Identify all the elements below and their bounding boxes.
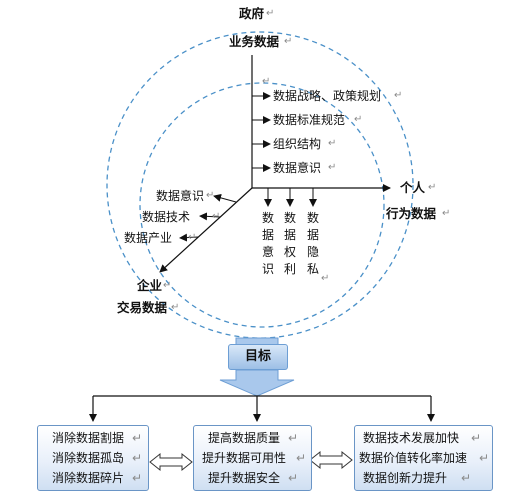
column-char: 数 xyxy=(306,211,319,225)
column-char: 据 xyxy=(283,228,296,242)
individual-column-3: 数 据 隐 私 xyxy=(306,210,320,278)
goal-box: 目标 xyxy=(228,344,288,370)
column-char: 据 xyxy=(306,228,319,242)
column-char: 数 xyxy=(261,211,274,225)
paragraph-mark: ↵ xyxy=(288,471,299,485)
box-line: 消除数据碎片 xyxy=(52,471,125,485)
column-char: 据 xyxy=(261,228,274,242)
individual-data-label: 行为数据 xyxy=(386,206,437,221)
enterprise-item-2: 数据技术 xyxy=(142,210,191,224)
paragraph-mark: ↵ xyxy=(266,8,275,19)
paragraph-mark: ↵ xyxy=(479,451,490,465)
paragraph-mark: ↵ xyxy=(132,451,143,465)
enterprise-item-1: 数据意识 xyxy=(156,189,205,203)
column-char: 意 xyxy=(261,245,274,259)
enterprise-label: 企业 xyxy=(137,278,163,293)
result-box-left: 消除数据割据 ↵ 消除数据孤岛 ↵ 消除数据碎片 ↵ xyxy=(37,425,149,491)
paragraph-mark: ↵ xyxy=(206,190,215,201)
enterprise-item-3: 数据产业 xyxy=(124,231,173,245)
paragraph-mark: ↵ xyxy=(188,232,197,243)
double-arrow-right xyxy=(309,450,353,470)
column-char: 隐 xyxy=(306,245,319,259)
individual-label: 个人 xyxy=(400,180,426,195)
government-label: 政府 xyxy=(239,6,265,21)
box-line: 提高数据质量 xyxy=(208,431,281,445)
result-box-center: 提高数据质量 ↵ 提升数据可用性 ↵ 提升数据安全 ↵ xyxy=(193,425,312,491)
paragraph-mark: ↵ xyxy=(461,471,472,485)
box-line: 数据技术发展加快 xyxy=(363,431,460,445)
paragraph-mark: ↵ xyxy=(428,182,437,193)
paragraph-mark: ↵ xyxy=(288,431,299,445)
enterprise-data-label: 交易数据 xyxy=(117,300,168,315)
column-char: 利 xyxy=(283,262,296,276)
paragraph-mark: ↵ xyxy=(284,36,293,47)
diagonal-axis xyxy=(159,187,253,273)
paragraph-mark: ↵ xyxy=(321,273,330,284)
column-char: 私 xyxy=(306,262,319,276)
paragraph-mark: ↵ xyxy=(442,208,451,219)
policy-item-4: 数据意识 xyxy=(273,161,322,175)
arrow-ent-1 xyxy=(213,193,237,203)
column-char: 权 xyxy=(283,245,296,259)
business-data-label: 业务数据 xyxy=(229,34,280,49)
individual-column-1: 数 据 意 识 xyxy=(261,210,275,278)
column-char: 数 xyxy=(283,211,296,225)
policy-item-1: 数据战略、政策规划 xyxy=(273,89,382,103)
paragraph-mark: ↵ xyxy=(394,90,403,101)
goal-label: 目标 xyxy=(244,349,271,364)
paragraph-mark: ↵ xyxy=(471,431,482,445)
arrow-ent-2 xyxy=(199,212,221,221)
box-line: 消除数据割据 xyxy=(52,431,125,445)
paragraph-mark: ↵ xyxy=(328,162,337,173)
paragraph-mark: ↵ xyxy=(163,280,172,291)
box-line: 数据创新力提升 xyxy=(363,471,448,485)
outer-circle xyxy=(106,31,414,339)
goal-down-arrow xyxy=(219,367,295,397)
arrow-ent-3 xyxy=(179,233,199,242)
paragraph-mark: ↵ xyxy=(171,302,180,313)
policy-item-3: 组织结构 xyxy=(273,137,322,151)
box-line: 消除数据孤岛 xyxy=(52,451,125,465)
paragraph-mark: ↵ xyxy=(354,114,363,125)
column-char: 识 xyxy=(261,262,274,276)
individual-column-2: 数 据 权 利 xyxy=(283,210,297,278)
paragraph-mark: ↵ xyxy=(262,76,271,87)
result-box-right: 数据技术发展加快 ↵ 数据价值转化率加速 ↵ 数据创新力提升 ↵ xyxy=(354,425,493,491)
policy-item-2: 数据标准规范 xyxy=(273,113,346,127)
inner-circle xyxy=(139,82,385,328)
double-arrow-left xyxy=(149,452,193,472)
box-line: 提升数据安全 xyxy=(208,471,281,485)
paragraph-mark: ↵ xyxy=(296,451,307,465)
paragraph-mark: ↵ xyxy=(132,471,143,485)
paragraph-mark: ↵ xyxy=(328,138,337,149)
box-line: 提升数据可用性 xyxy=(202,451,287,465)
box-line: 数据价值转化率加速 xyxy=(359,451,468,465)
paragraph-mark: ↵ xyxy=(132,431,143,445)
paragraph-mark: ↵ xyxy=(212,211,221,222)
